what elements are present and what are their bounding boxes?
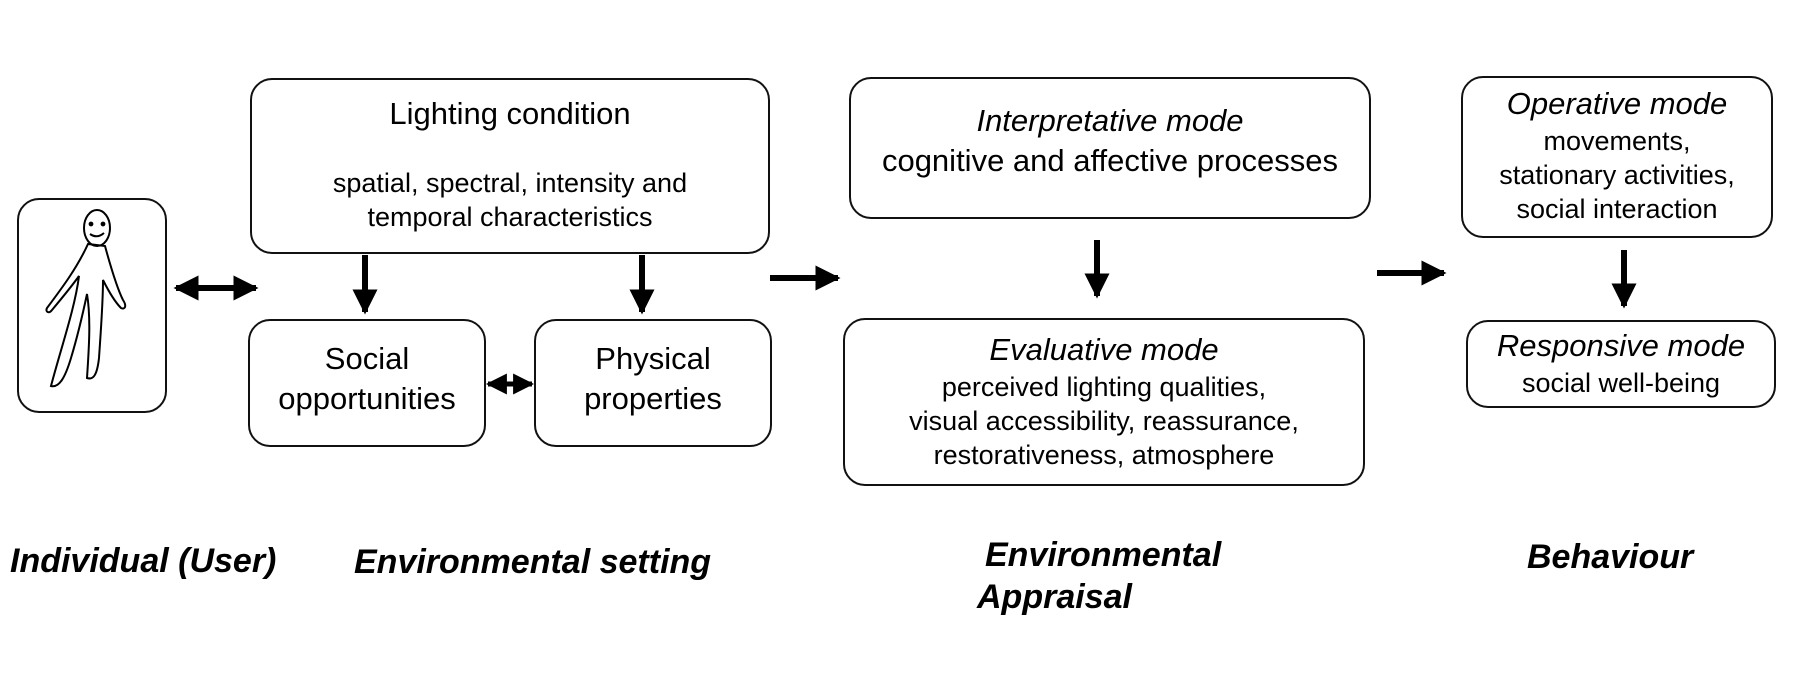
lighting-condition-title: Lighting condition <box>389 96 631 131</box>
operative-mode-line1: movements, <box>1543 126 1691 156</box>
lighting-condition-line1: spatial, spectral, intensity and <box>332 168 688 198</box>
operative-mode-line2: stationary activities, <box>1499 160 1735 190</box>
social-opportunities-line2: opportunities <box>278 381 456 416</box>
user-box <box>17 198 167 413</box>
evaluative-mode-line1: perceived lighting qualities, <box>941 372 1267 402</box>
evaluative-mode-line2: visual accessibility, reassurance, <box>909 406 1299 436</box>
interpretative-mode-box: Interpretative mode cognitive and affect… <box>849 77 1371 219</box>
responsive-mode-line1: social well-being <box>1521 368 1721 398</box>
responsive-mode-box: Responsive mode social well-being <box>1466 320 1776 408</box>
individual-user-label: Individual (User) <box>10 542 277 580</box>
stick-figure-icon <box>45 209 127 388</box>
operative-mode-box: Operative mode movements, stationary act… <box>1461 76 1773 238</box>
evaluative-mode-box: Evaluative mode perceived lighting quali… <box>843 318 1365 486</box>
evaluative-mode-title: Evaluative mode <box>989 332 1219 367</box>
physical-properties-box: Physical properties <box>534 319 772 447</box>
social-opportunities-line1: Social <box>324 341 410 376</box>
environmental-appraisal-label-line1: Environmental <box>985 536 1222 574</box>
physical-properties-line1: Physical <box>595 341 711 376</box>
lighting-condition-line2: temporal characteristics <box>367 202 653 232</box>
social-opportunities-box: Social opportunities <box>248 319 486 447</box>
environmental-appraisal-label-line2: Appraisal <box>977 578 1132 616</box>
behaviour-label: Behaviour <box>1527 538 1694 576</box>
environmental-setting-label: Environmental setting <box>354 543 712 581</box>
operative-mode-title: Operative mode <box>1506 86 1728 121</box>
interpretative-mode-title: Interpretative mode <box>976 103 1244 138</box>
evaluative-mode-line3: restorativeness, atmosphere <box>933 440 1275 470</box>
operative-mode-line3: social interaction <box>1516 194 1718 224</box>
physical-properties-line2: properties <box>584 381 722 416</box>
responsive-mode-title: Responsive mode <box>1496 328 1746 363</box>
interpretative-mode-line1: cognitive and affective processes <box>881 143 1339 178</box>
lighting-condition-box: Lighting condition spatial, spectral, in… <box>250 78 770 254</box>
